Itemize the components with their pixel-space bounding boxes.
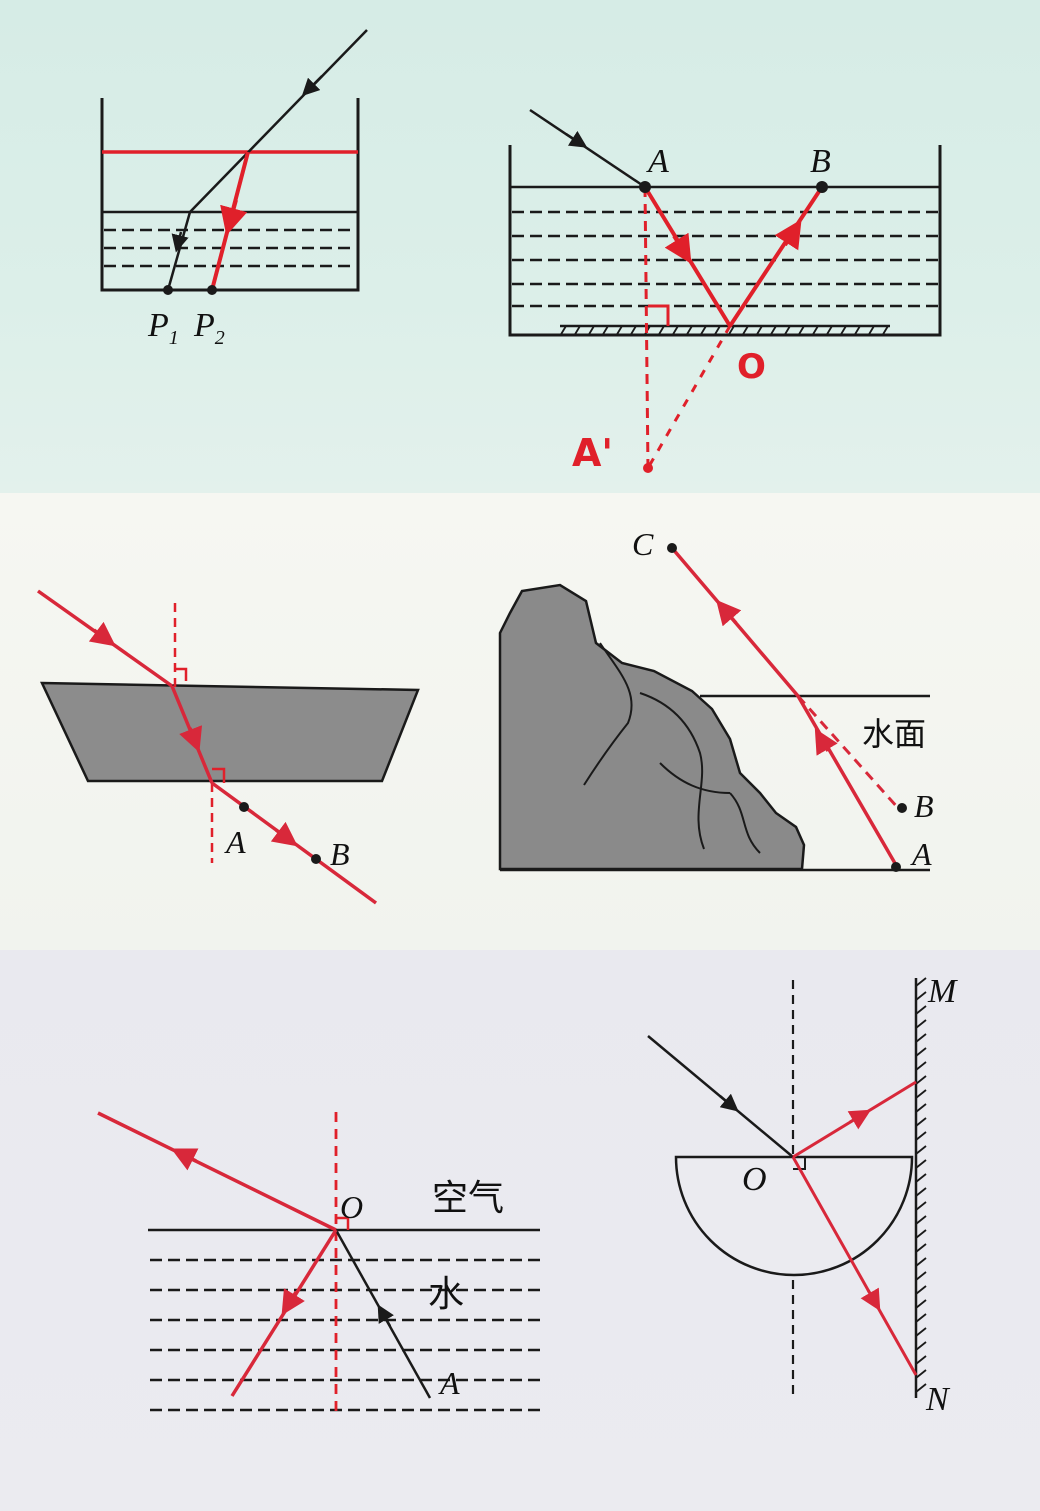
label-water-surface: 水面 — [862, 715, 926, 753]
incident-arrow-o — [719, 1093, 739, 1112]
ray-from-a — [796, 695, 898, 866]
right-angle-mark-o — [336, 1216, 350, 1230]
rock-water-diagram: C B A 水面 — [498, 526, 934, 872]
label-a-prime: A' — [572, 431, 613, 475]
point-a — [639, 181, 651, 193]
arrow-from-a — [814, 728, 838, 756]
label-o: O — [737, 347, 766, 387]
rock-cracks — [583, 642, 761, 854]
beaker-outline — [100, 98, 360, 292]
refracted-arrow-to-o — [664, 232, 692, 264]
refracted-into-air — [97, 1111, 337, 1232]
reflected-into-water — [230, 1229, 338, 1397]
panel-bottom-svg: O 空气 水 A M N O — [97, 973, 958, 1418]
point-a-rock — [891, 862, 901, 872]
reflected-arrow-to-b — [774, 219, 802, 251]
arrow-to-c — [716, 599, 742, 627]
svg-text:P2: P2 — [193, 307, 225, 349]
glass-block-diagram: A B — [36, 589, 420, 905]
label-a: A — [646, 143, 669, 180]
reflected-arrow-water — [281, 1288, 305, 1316]
incident-arrow-a — [377, 1304, 394, 1327]
incident-ray-top — [529, 108, 646, 189]
air-water-diagram: O 空气 水 A — [97, 1111, 540, 1415]
point-a-prime — [643, 463, 653, 473]
mirror-reflection-diagram: A B O A' — [508, 108, 942, 475]
incident-ray — [189, 29, 368, 213]
label-o-semicircle: O — [742, 1161, 767, 1198]
right-angle-bottom — [212, 767, 226, 783]
reflected-to-b — [728, 185, 824, 328]
rock-mass — [498, 583, 806, 871]
label-b-glass: B — [330, 836, 350, 872]
refracted-arrow — [171, 231, 189, 253]
label-b: B — [810, 143, 831, 180]
right-angle-top — [175, 667, 188, 681]
tank-outline — [508, 145, 942, 337]
panel-top: P1 P2 A B O A' — [0, 0, 1040, 493]
panel-top-svg: P1 P2 A B O A' — [100, 29, 942, 475]
virtual-image-dashed — [646, 325, 732, 469]
reflected-arrow-up — [847, 1109, 872, 1130]
label-a-glass: A — [224, 824, 246, 860]
refracted-ray-down — [791, 1156, 918, 1376]
semicircle-mirror-diagram: M N O — [647, 973, 958, 1418]
incident-arrow-top — [565, 130, 588, 148]
incident-arrow-glass — [88, 621, 116, 647]
label-a-rock: A — [910, 836, 932, 872]
normal-dashed-from-a — [643, 186, 650, 471]
refracted-arrow-new — [220, 199, 248, 236]
water-dashes — [104, 228, 356, 268]
panel-bottom: O 空气 水 A M N O — [0, 950, 1040, 1511]
water-dash-lines — [150, 1258, 540, 1412]
point-c — [667, 543, 677, 553]
semicircle-glass — [674, 1155, 914, 1277]
point-p2 — [207, 285, 217, 295]
glass-block — [40, 681, 420, 783]
svg-text:P1: P1 — [147, 307, 179, 349]
right-angle-mark — [648, 304, 670, 326]
label-o-air: O — [340, 1189, 363, 1225]
point-b-rock — [897, 803, 907, 813]
refracted-arrow-down — [860, 1287, 881, 1312]
refracted-arrow-air — [171, 1148, 199, 1171]
incident-arrow — [301, 75, 323, 97]
panel-middle-svg: A B C B A 水面 — [36, 526, 934, 905]
label-a-water: A — [438, 1365, 460, 1401]
label-n: N — [925, 1381, 951, 1418]
label-b-rock: B — [914, 788, 934, 824]
point-p1 — [163, 285, 173, 295]
mirror-mn-hatching — [915, 977, 927, 1393]
point-b — [816, 181, 828, 193]
label-air: 空气 — [432, 1178, 504, 1219]
virtual-ray-to-b — [796, 695, 900, 809]
beaker-diagram: P1 P2 — [100, 29, 368, 349]
arrow-inside-glass — [179, 725, 203, 753]
panel-middle: A B C B A 水面 — [0, 493, 1040, 950]
label-water: 水 — [428, 1274, 464, 1315]
point-b-glass — [311, 854, 321, 864]
label-c: C — [632, 526, 654, 562]
label-m: M — [927, 973, 958, 1010]
point-a-glass — [239, 802, 249, 812]
tank-water-dashes — [512, 210, 938, 308]
refracted-ray-original — [166, 211, 192, 291]
exit-arrow-glass — [270, 821, 298, 847]
